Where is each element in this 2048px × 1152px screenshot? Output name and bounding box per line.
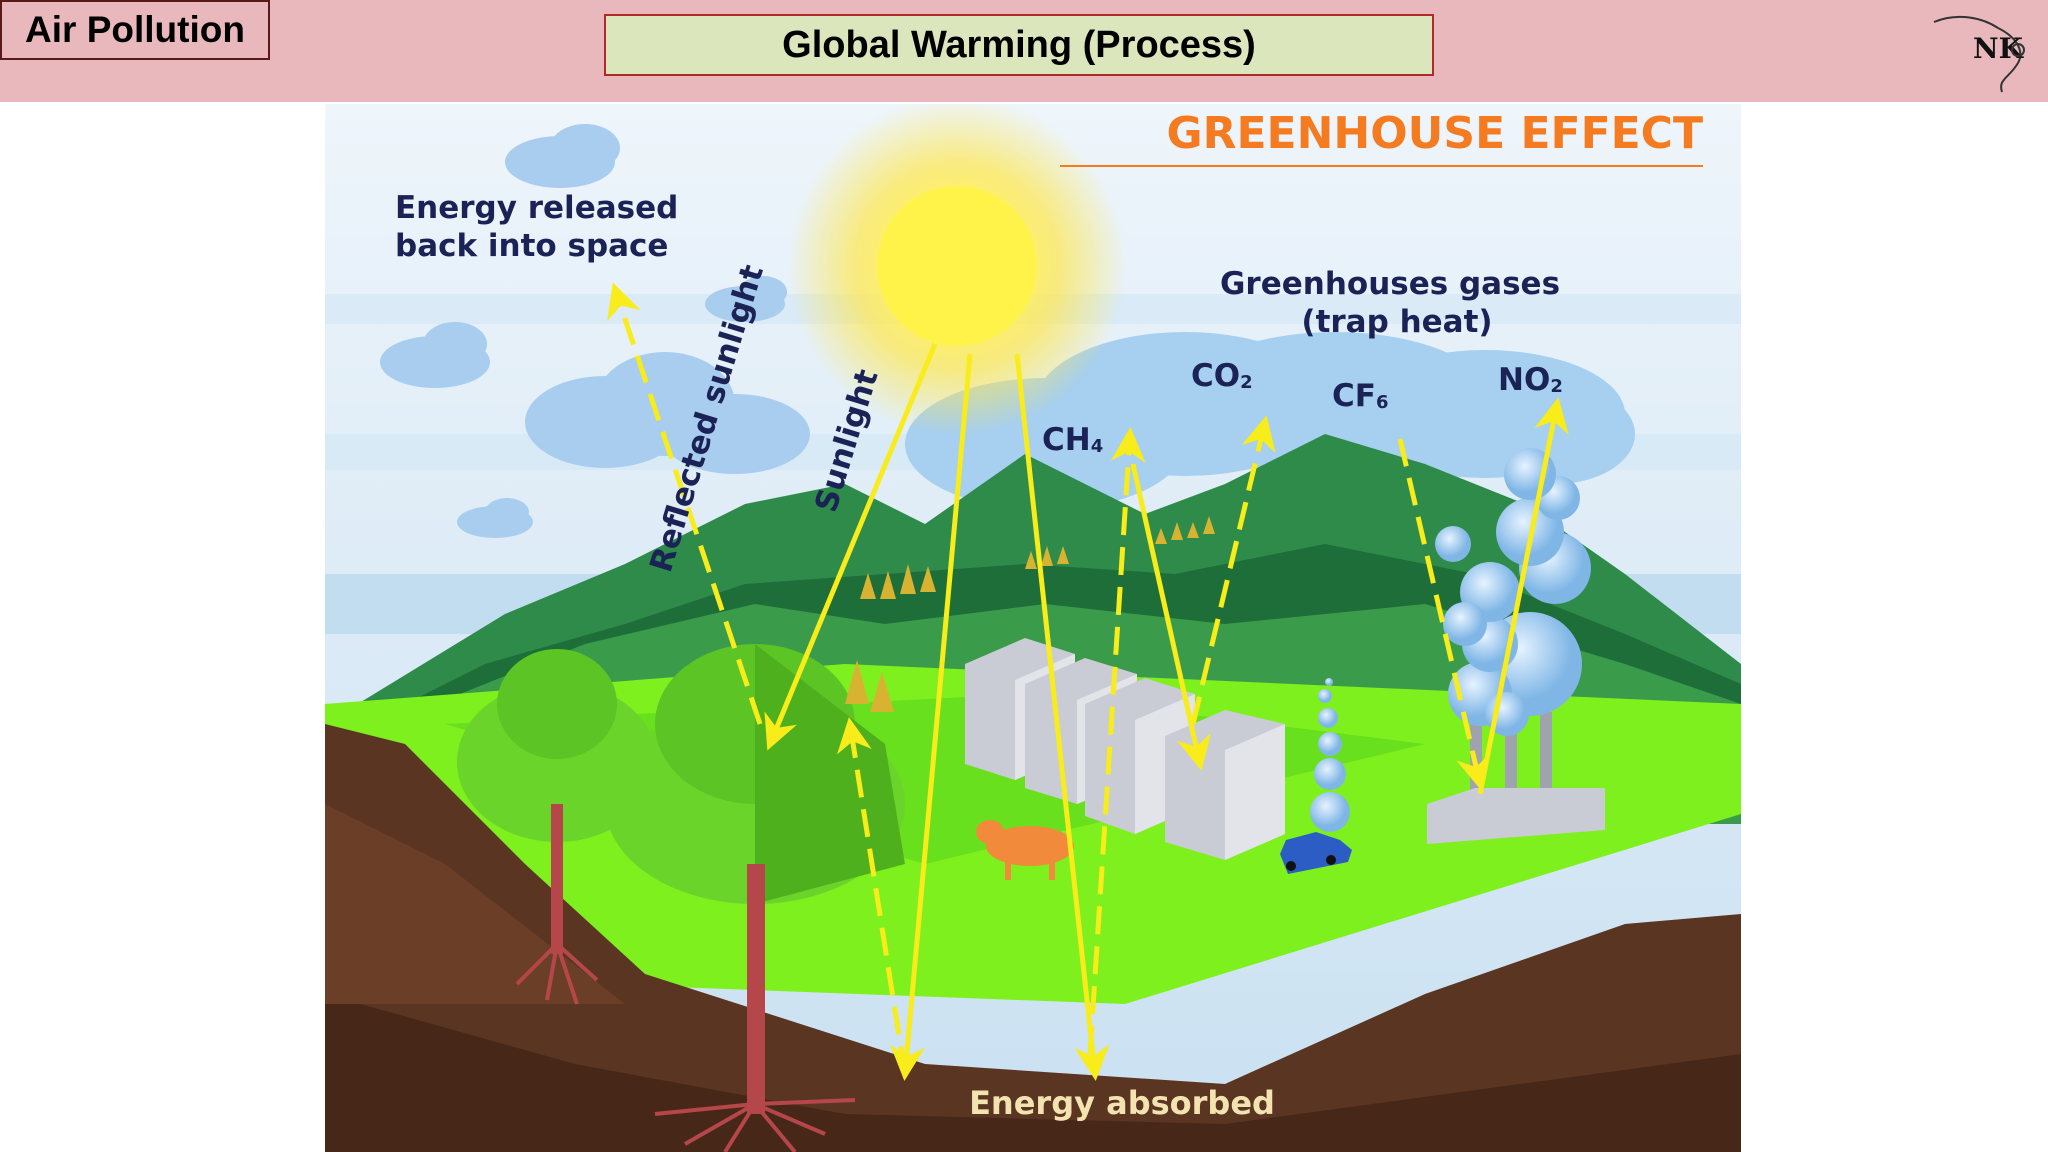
space-label-line1: Energy released (395, 190, 678, 226)
car-icon (1280, 832, 1352, 874)
gases-label-line1: Greenhouses gases (1220, 266, 1560, 302)
cow-icon (976, 820, 1074, 880)
energy-arrows (607, 282, 1569, 1081)
page-title: Global Warming (Process) (604, 14, 1434, 76)
sunlight-arrow-2 (890, 353, 973, 1081)
gas-cf6-label: CF6 (1332, 378, 1388, 414)
sky-clouds (380, 124, 810, 538)
absorbed-label: Energy absorbed (969, 1084, 1275, 1122)
gas-no2-label: NO2 (1498, 362, 1563, 398)
nk-logo: NK (1933, 15, 2025, 93)
diagram-title: GREENHOUSE EFFECT (1167, 108, 1704, 159)
logo-text: NK (1973, 32, 2025, 65)
gas-co2-label: CO2 (1191, 358, 1253, 394)
sun-icon (787, 104, 1127, 436)
small-trees (845, 516, 1215, 712)
reflected-arrow (607, 282, 763, 725)
section-label: Air Pollution (0, 0, 270, 60)
space-label-line2: back into space (395, 228, 668, 264)
sunlight-arrow (764, 343, 938, 751)
sunlight-arrow-3 (1014, 353, 1110, 1081)
gas-ch4-label: CH4 (1042, 422, 1103, 458)
greenhouse-diagram: GREENHOUSE EFFECT (325, 104, 1741, 1152)
tree-center (605, 644, 905, 1152)
header-bar: Air Pollution Global Warming (Process) N… (0, 0, 2048, 102)
soil (325, 724, 1741, 1152)
gases-label-line2: (trap heat) (1301, 304, 1492, 340)
